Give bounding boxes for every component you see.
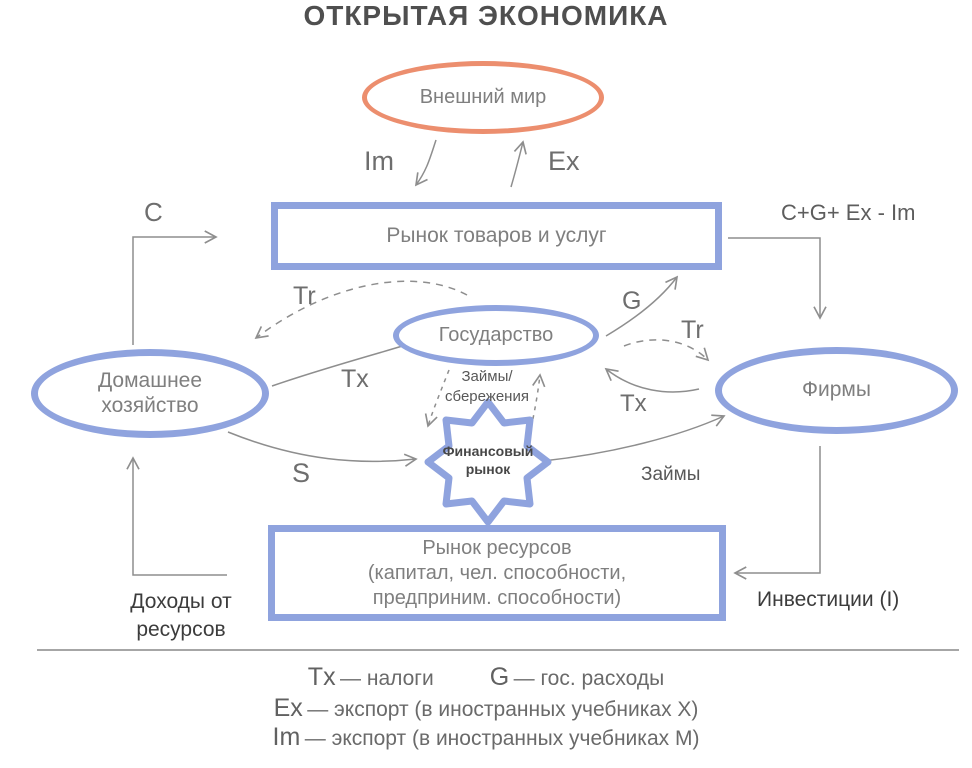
- legend-def-g: — гос. расходы: [513, 667, 665, 690]
- investments-arrow: [733, 446, 821, 580]
- taxes-right-arrow: [604, 367, 700, 393]
- gov-spending-arrow: [605, 275, 679, 337]
- household-label-line1: Домашнее: [97, 368, 203, 392]
- legend-term-ex: Ex: [273, 694, 303, 722]
- exports-label: Ex: [548, 146, 580, 176]
- resource-income-label: Доходы от ресурсов: [121, 588, 241, 645]
- government-node: Государство: [393, 305, 599, 366]
- firms-node: Фирмы: [715, 347, 958, 434]
- consumption-label: C: [144, 197, 163, 227]
- legend-def-ex: — экспорт (в иностранных учебниках X): [307, 698, 699, 721]
- diagram-title: ОТКРЫТАЯ ЭКОНОМИКА: [303, 0, 669, 31]
- investments-label: Инвестиции (I): [757, 588, 900, 611]
- legend-row-3: Im — экспорт (в иностранных учебниках M): [0, 723, 972, 752]
- taxes-right-label: Tx: [620, 390, 647, 417]
- legend-term-g: G: [489, 663, 510, 691]
- aggregate-demand-arrow: [728, 237, 827, 320]
- imports-arrow: [414, 139, 437, 187]
- goods-market-label: Рынок товаров и услуг: [386, 223, 607, 247]
- transfers-right-label: Tr: [681, 316, 704, 344]
- imports-label: Im: [364, 146, 394, 176]
- resource-market-label-line1: Рынок ресурсов: [422, 536, 572, 559]
- firms-label: Фирмы: [802, 378, 871, 402]
- goods-market-node: Рынок товаров и услуг: [271, 202, 722, 270]
- resource-income-arrow: [126, 456, 227, 576]
- legend-row-2: Ex — экспорт (в иностранных учебниках X): [0, 694, 972, 723]
- exports-arrow: [510, 140, 527, 188]
- resource-income-label-line2: ресурсов: [136, 618, 226, 642]
- loans-savings-label-line2: сбережения: [445, 388, 529, 406]
- loans-savings-label: Займы/ сбережения: [427, 367, 547, 408]
- taxes-left-label: Tx: [341, 365, 369, 393]
- loans-label: Займы: [641, 464, 701, 485]
- legend-term-im: Im: [272, 723, 301, 751]
- legend-def-tx: — налоги: [340, 667, 434, 690]
- legend-item-tx: Tx — налоги: [308, 663, 434, 692]
- savings-label: S: [292, 458, 311, 488]
- aggregate-demand-label: C+G+ Ex - Im: [781, 200, 916, 225]
- external-world-node: Внешний мир: [362, 61, 604, 134]
- external-world-label: Внешний мир: [419, 85, 547, 108]
- government-label: Государство: [438, 323, 554, 346]
- household-label-line2: хозяйство: [101, 393, 199, 417]
- consumption-arrow: [132, 230, 218, 345]
- loans-savings-label-line1: Займы/: [461, 368, 513, 385]
- resource-market-node: Рынок ресурсов (капитал, чел. способност…: [268, 525, 726, 621]
- transfers-left-label: Tr: [293, 282, 316, 310]
- legend-divider: [37, 649, 959, 651]
- gov-spending-label: G: [622, 287, 642, 315]
- resource-market-label-line3: предприним. способности): [372, 586, 622, 609]
- loans-arrow: [542, 414, 726, 462]
- legend-term-tx: Tx: [307, 663, 336, 691]
- household-node: Домашнее хозяйство: [31, 349, 269, 438]
- resource-market-label-line2: (капитал, чел. способности,: [367, 561, 627, 584]
- legend-row-1: Tx — налоги G — гос. расходы: [0, 663, 972, 692]
- financial-market-label-line2: рынок: [465, 461, 511, 478]
- savings-arrow: [227, 431, 418, 467]
- resource-income-label-line1: Доходы от: [130, 590, 232, 613]
- financial-market-label: Финансовый рынок: [428, 442, 548, 478]
- financial-market-label-line1: Финансовый: [442, 443, 534, 459]
- legend-def-im: — экспорт (в иностранных учебниках M): [304, 727, 700, 750]
- legend-item-g: G — гос. расходы: [490, 663, 664, 692]
